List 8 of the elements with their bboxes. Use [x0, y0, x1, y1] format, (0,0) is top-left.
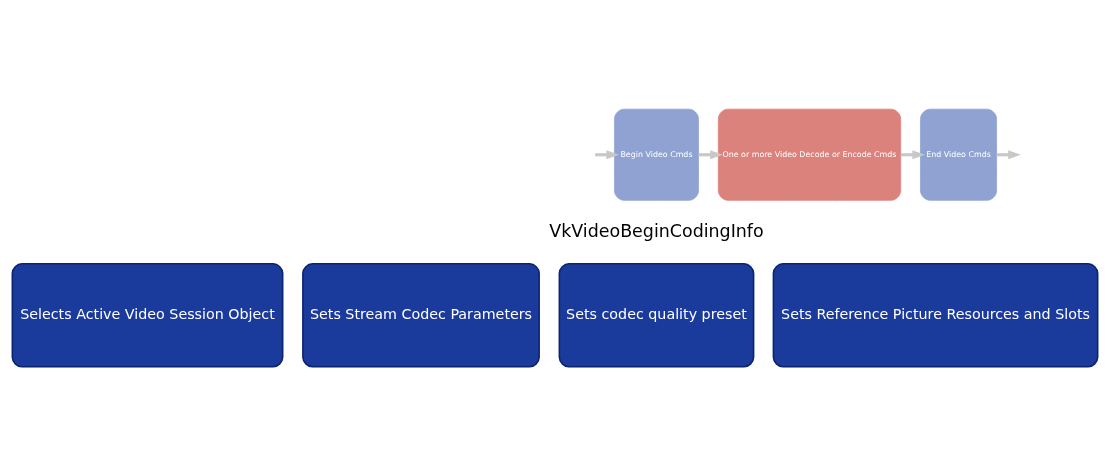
node-box: Sets codec quality preset	[558, 262, 755, 368]
node-box: Selects Active Video Session Object	[11, 262, 284, 368]
label: VkVideoBeginCodingInfo	[549, 220, 764, 241]
node-box: One or more Video Decode or Encode Cmds	[717, 108, 902, 201]
node-box: End Video Cmds	[920, 108, 997, 201]
node-box: Sets Reference Picture Resources and Slots	[772, 262, 1099, 368]
node-box: Sets Stream Codec Parameters	[302, 262, 540, 368]
node-box: Begin Video Cmds	[614, 108, 699, 201]
